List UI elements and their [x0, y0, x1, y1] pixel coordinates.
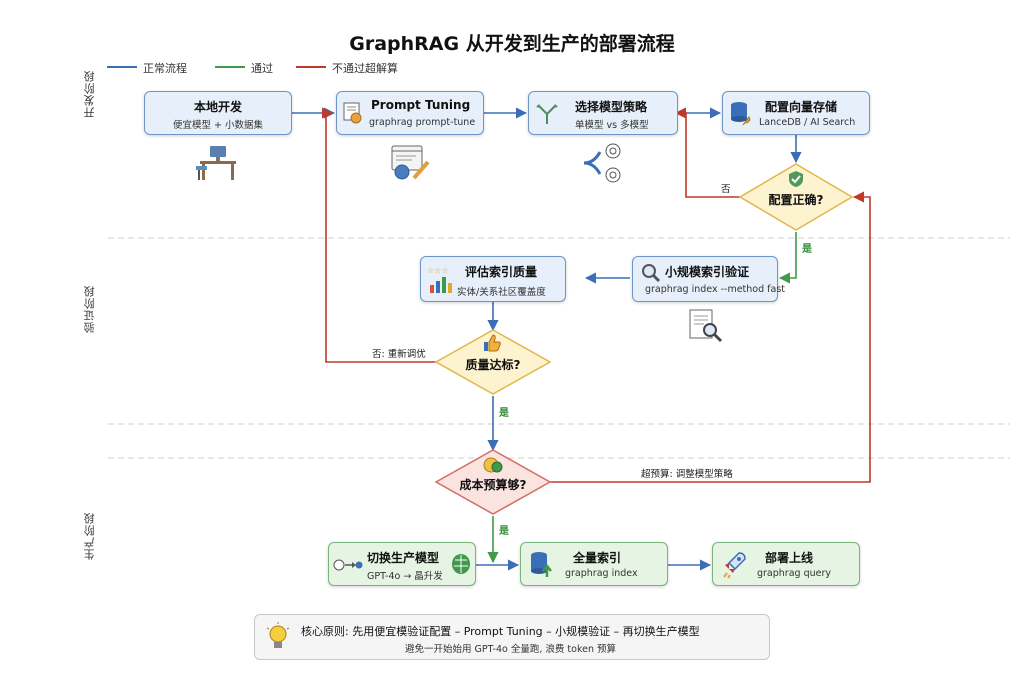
node-small-index: 小规模索引验证 graphrag index --method fast — [632, 256, 785, 302]
node-full-index: 全量索引 graphrag index — [520, 542, 668, 586]
principle-line1: 核心原则: 先用便宜模验证配置 – Prompt Tuning – 小规模验证 … — [301, 625, 700, 638]
decision-label-quality: 质量达标? — [465, 358, 521, 372]
document-gear-icon — [343, 102, 362, 124]
switch-arrow-icon — [333, 559, 363, 571]
edge-label-config-yes: 是 — [802, 244, 812, 255]
desk-icon — [196, 146, 236, 180]
node-subtitle: 便宜模型 + 小数据集 — [173, 120, 263, 131]
node-subtitle: GPT-4o → 晶升发 — [367, 571, 443, 582]
legend-swatch-fail — [296, 66, 326, 68]
database-upload-icon — [531, 552, 552, 577]
decision-quality-ok — [434, 329, 552, 395]
legend-swatch-pass — [215, 66, 245, 68]
edge-quality-no — [321, 107, 436, 363]
brain-chip-icon — [452, 554, 470, 574]
node-subtitle: LanceDB / AI Search — [759, 117, 856, 128]
node-title: 本地开发 — [193, 100, 242, 114]
star-chart-icon: ☆☆☆ — [427, 266, 452, 293]
magnifier-icon — [642, 264, 661, 283]
node-title: 配置向量存储 — [765, 100, 838, 114]
database-icon — [731, 102, 751, 126]
decision-budget-ok — [434, 449, 552, 515]
decision-label-budget: 成本预算够? — [459, 478, 527, 492]
node-prompt-tuning: Prompt Tuning graphrag prompt-tune — [336, 91, 484, 135]
coins-icon — [483, 457, 503, 473]
node-subtitle: graphrag prompt-tune — [369, 117, 476, 128]
thumbs-up-icon — [484, 334, 501, 352]
lightbulb-icon — [266, 622, 290, 648]
node-subtitle: graphrag query — [757, 568, 832, 579]
node-title: 小规模索引验证 — [665, 265, 750, 279]
node-subtitle: 实体/关系社区覆盖度 — [457, 287, 546, 298]
node-subtitle: graphrag index --method fast — [645, 284, 785, 295]
rocket-icon — [723, 552, 746, 579]
stage-label-dev: 开发阶段 — [83, 70, 96, 118]
edge-config-yes — [778, 232, 797, 284]
node-title: Prompt Tuning — [371, 98, 471, 112]
node-deploy: 部署上线 graphrag query — [712, 542, 860, 586]
node-title: 全量索引 — [573, 551, 622, 565]
stage-label-verify: 验证阶段 — [83, 285, 96, 333]
node-title: 部署上线 — [765, 551, 814, 565]
edge-label-quality-yes: 是 — [499, 408, 509, 419]
node-title: 选择模型策略 — [575, 100, 648, 114]
decision-label-config: 配置正确? — [768, 193, 824, 207]
edge-config-no — [674, 107, 740, 198]
legend-normal: 正常流程 — [143, 62, 187, 75]
split-arrows-icon — [536, 104, 558, 124]
principle-box: 核心原则: 先用便宜模验证配置 – Prompt Tuning – 小规模验证 … — [254, 614, 770, 660]
node-switch-model: 切换生产模型 GPT-4o → 晶升发 — [328, 542, 476, 586]
edge-label-quality-no: 否: 重新调优 — [372, 349, 426, 360]
edge-label-config-no: 否 — [721, 184, 731, 195]
svg-text:☆☆☆: ☆☆☆ — [427, 266, 449, 275]
multi-model-icon — [583, 143, 621, 183]
legend-pass: 通过 — [251, 62, 273, 75]
node-subtitle: graphrag index — [565, 568, 638, 579]
node-eval-index: ☆☆☆ 评估索引质量 实体/关系社区覆盖度 — [420, 256, 566, 302]
node-title: 切换生产模型 — [367, 551, 440, 565]
node-subtitle: 单模型 vs 多模型 — [575, 120, 649, 131]
principle-line2: 避免一开始始用 GPT-4o 全量跑, 浪费 token 预算 — [405, 644, 616, 655]
node-local-dev: 本地开发 便宜模型 + 小数据集 — [144, 91, 292, 135]
shield-check-icon — [789, 171, 803, 187]
prompt-edit-icon — [391, 145, 430, 180]
edge-label-budget-over: 超预算: 调整模型策略 — [641, 469, 733, 480]
edge-budget-over — [550, 191, 871, 483]
node-vector-store: 配置向量存储 LanceDB / AI Search — [722, 91, 870, 135]
page-title: GraphRAG 从开发到生产的部署流程 — [349, 33, 675, 55]
stage-label-prod: 生产阶段 — [83, 512, 96, 560]
legend-swatch-normal — [107, 66, 137, 68]
legend-fail: 不通过超解算 — [332, 62, 398, 75]
document-search-icon — [689, 309, 723, 343]
node-model-strategy: 选择模型策略 单模型 vs 多模型 — [528, 91, 678, 135]
decision-config-ok — [738, 163, 854, 231]
node-title: 评估索引质量 — [465, 265, 538, 279]
edge-label-budget-yes: 是 — [499, 526, 509, 537]
